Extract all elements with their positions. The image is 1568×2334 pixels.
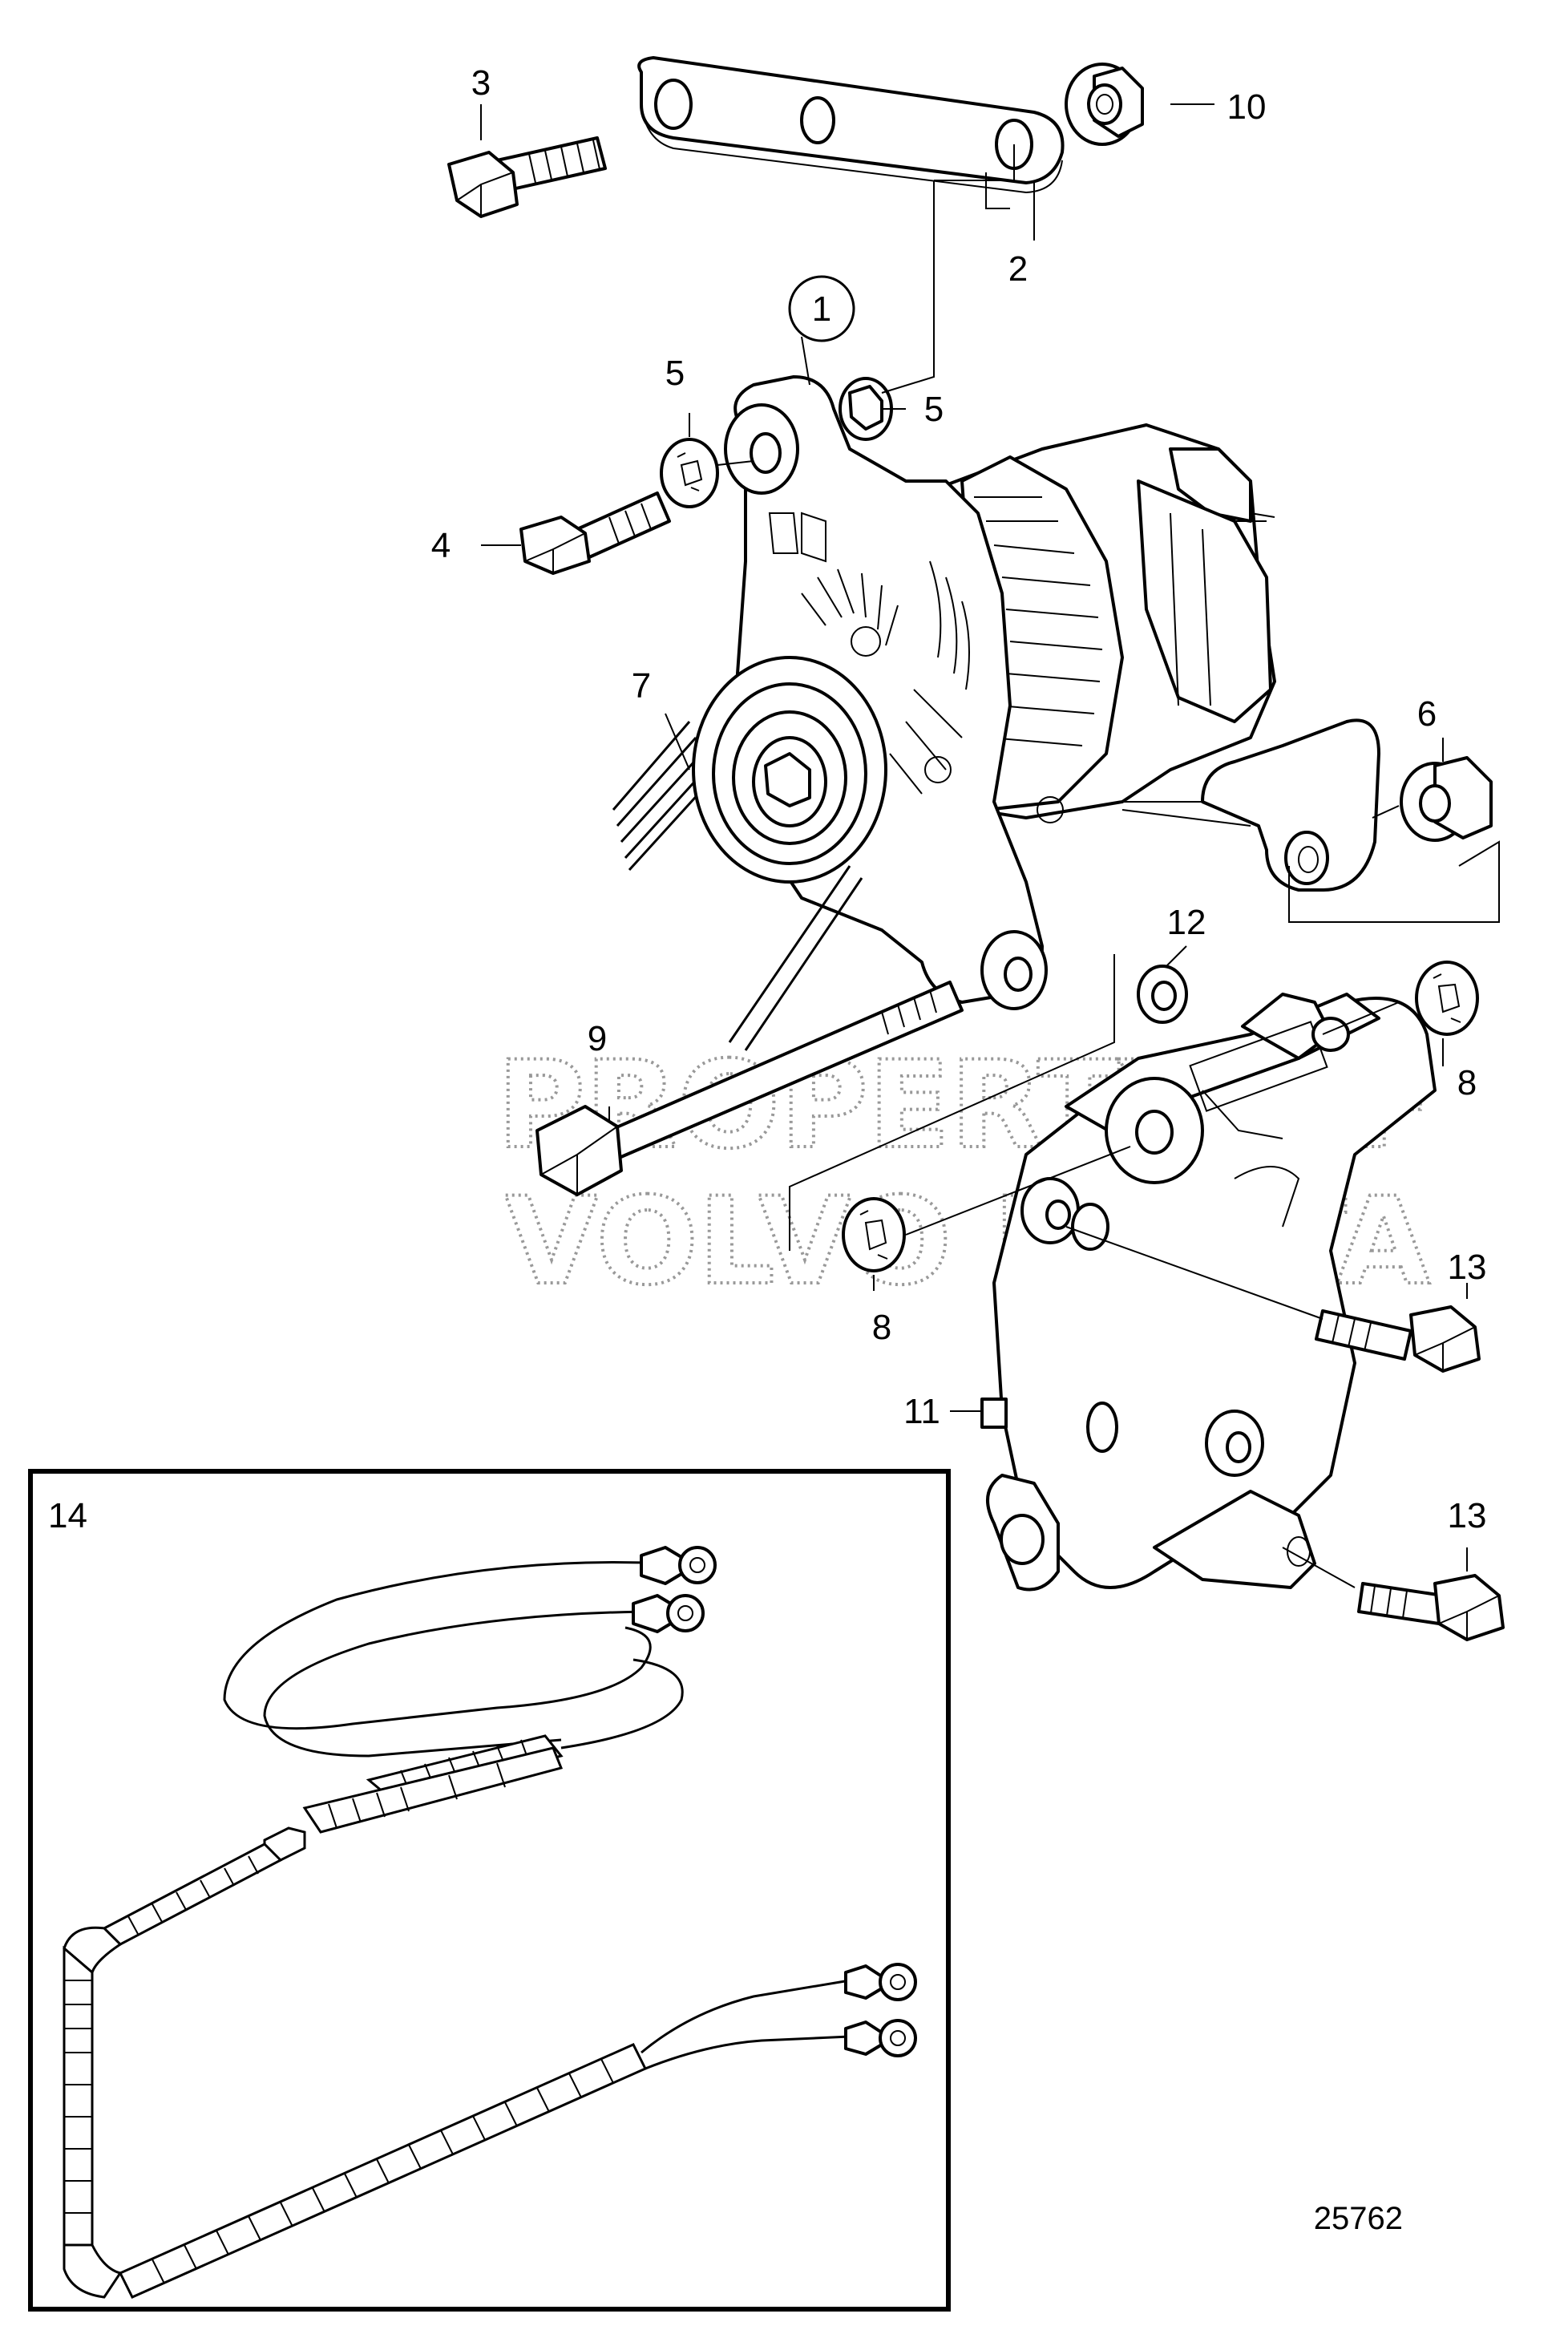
star-washer-part-8a xyxy=(1415,961,1479,1036)
callout-2: 2 xyxy=(1008,249,1028,289)
callout-13b: 13 xyxy=(1448,1496,1487,1535)
bolt-part-4 xyxy=(519,491,671,575)
callout-12: 12 xyxy=(1167,903,1206,942)
assembly-lines xyxy=(717,144,1500,1588)
callout-10: 10 xyxy=(1227,87,1267,127)
washer-part-12 xyxy=(1137,965,1188,1024)
washer-part-5a xyxy=(660,438,719,508)
callout-labels: 1 2 3 4 5 5 6 7 8 8 9 10 11 12 13 13 xyxy=(431,63,1487,1535)
inset-part-14: 14 xyxy=(28,1469,951,2312)
washer-part-5b xyxy=(839,377,893,441)
callout-11: 11 xyxy=(903,1392,940,1431)
drive-belt-part-7 xyxy=(612,656,887,1051)
flange-nut-part-10 xyxy=(1065,63,1144,146)
bolt-part-13a xyxy=(1315,1305,1481,1373)
bolt-part-13b xyxy=(1357,1574,1505,1641)
star-washer-part-8b xyxy=(842,1197,906,1272)
flange-nut-part-6 xyxy=(1372,756,1493,842)
bolt-part-3 xyxy=(447,136,607,218)
callout-14: 14 xyxy=(48,1496,87,1535)
callout-1: 1 xyxy=(812,289,831,329)
callout-3: 3 xyxy=(471,63,491,103)
figure-number: 25762 xyxy=(1314,2201,1403,2236)
callout-8b: 8 xyxy=(872,1308,891,1347)
callout-6: 6 xyxy=(1417,694,1437,734)
callout-7: 7 xyxy=(632,666,651,706)
callout-8a: 8 xyxy=(1457,1063,1477,1102)
mounting-bracket-part-11 xyxy=(980,993,1437,1592)
wiring-harness xyxy=(63,1546,917,2299)
bracket-plate-part-2 xyxy=(637,56,1065,194)
leader-lines xyxy=(480,103,1468,1572)
callout-5b: 5 xyxy=(924,390,944,429)
callout-5a: 5 xyxy=(665,354,685,393)
callout-circle-1 xyxy=(788,275,855,342)
stud-bolt-part-9 xyxy=(535,981,964,1196)
callout-13a: 13 xyxy=(1448,1248,1487,1287)
callout-4: 4 xyxy=(431,526,451,565)
alternator-part-1 xyxy=(724,375,1380,1010)
callout-9: 9 xyxy=(588,1019,607,1058)
